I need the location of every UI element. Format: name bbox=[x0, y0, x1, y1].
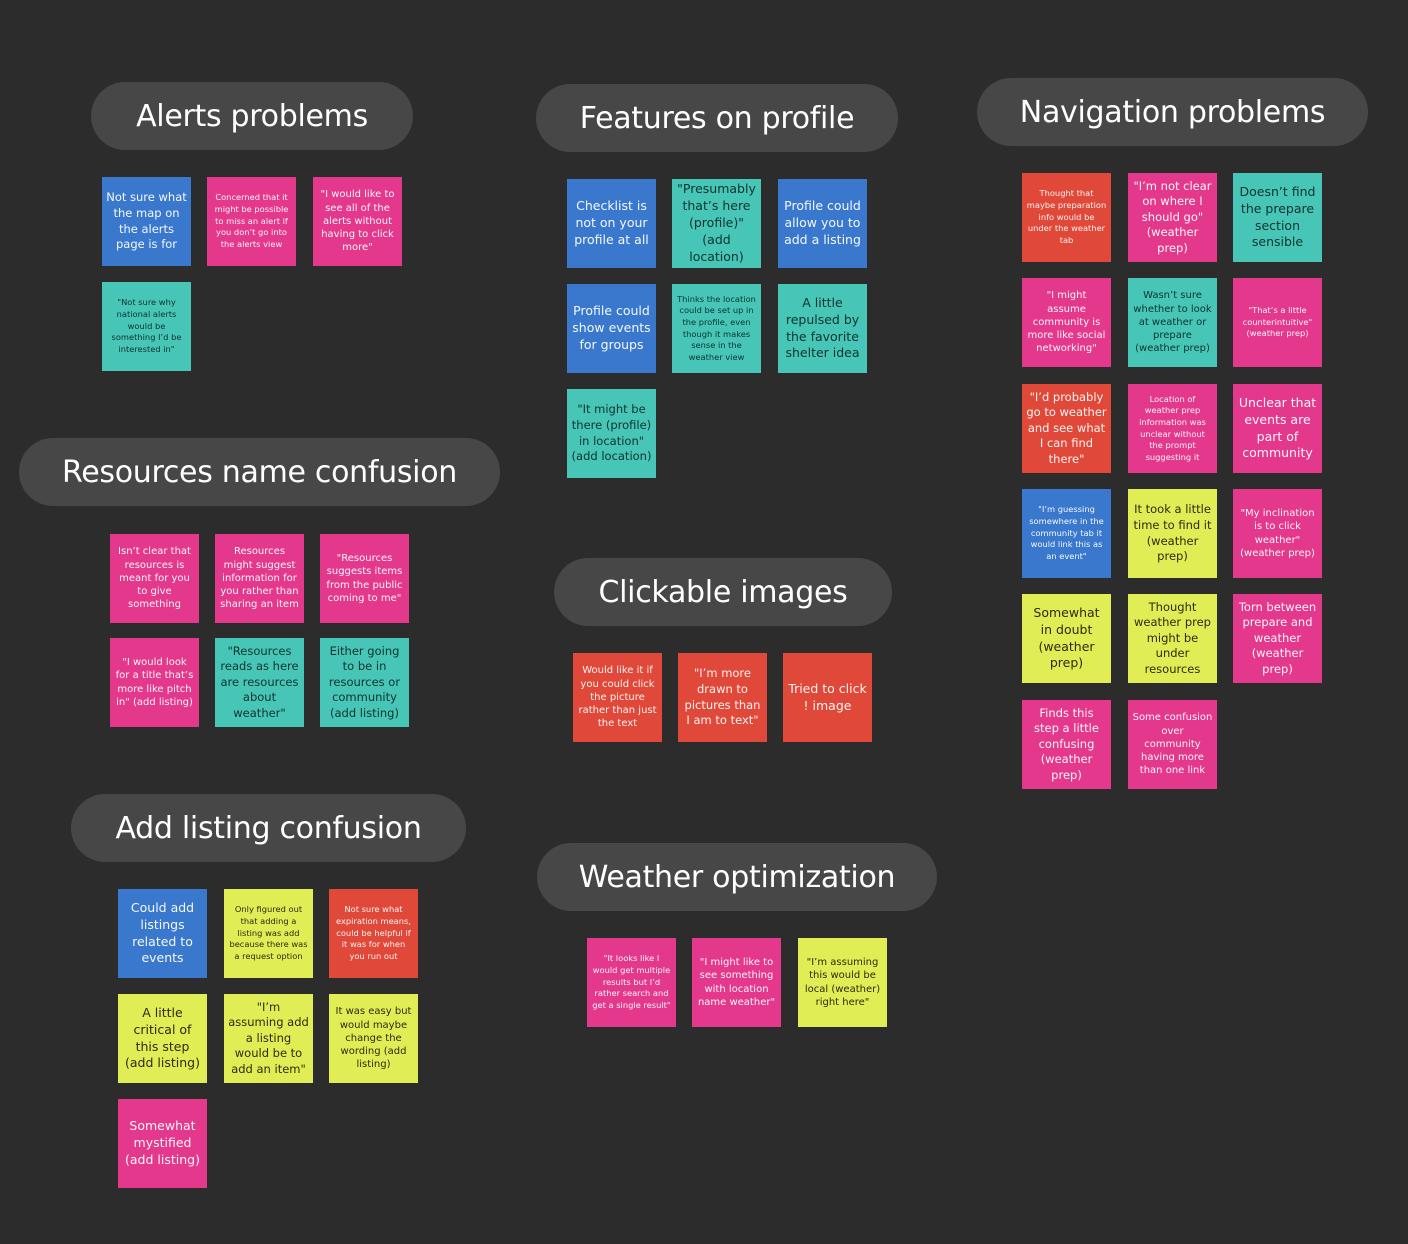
sticky-note[interactable]: Isn’t clear that resources is meant for … bbox=[110, 534, 199, 623]
sticky-note[interactable]: Thought that maybe preparation info woul… bbox=[1022, 173, 1111, 262]
group-header-resources-name-confusion[interactable]: Resources name confusion bbox=[19, 438, 500, 506]
sticky-note[interactable]: A little critical of this step (add list… bbox=[118, 994, 207, 1083]
sticky-note[interactable]: "I might like to see something with loca… bbox=[692, 938, 781, 1027]
sticky-note[interactable]: It was easy but would maybe change the w… bbox=[329, 994, 418, 1083]
group-header-features-on-profile[interactable]: Features on profile bbox=[536, 84, 898, 152]
sticky-note[interactable]: Not sure what the map on the alerts page… bbox=[102, 177, 191, 266]
sticky-note[interactable]: Location of weather prep information was… bbox=[1128, 384, 1217, 473]
sticky-note[interactable]: Doesn’t find the prepare section sensibl… bbox=[1233, 173, 1322, 262]
sticky-note[interactable]: "I’m more drawn to pictures than I am to… bbox=[678, 653, 767, 742]
sticky-note[interactable]: Concerned that it might be possible to m… bbox=[207, 177, 296, 266]
sticky-note[interactable]: Somewhat in doubt (weather prep) bbox=[1022, 594, 1111, 683]
sticky-note[interactable]: "I would look for a title that’s more li… bbox=[110, 638, 199, 727]
sticky-note[interactable]: Unclear that events are part of communit… bbox=[1233, 384, 1322, 473]
group-header-alerts-problems[interactable]: Alerts problems bbox=[91, 82, 413, 150]
sticky-note[interactable]: Some confusion over community having mor… bbox=[1128, 700, 1217, 789]
sticky-note[interactable]: "I’m assuming this would be local (weath… bbox=[798, 938, 887, 1027]
sticky-note[interactable]: "I’m not clear on where I should go" (we… bbox=[1128, 173, 1217, 262]
sticky-note[interactable]: "I’m guessing somewhere in the community… bbox=[1022, 489, 1111, 578]
sticky-note[interactable]: "I’m assuming add a listing would be to … bbox=[224, 994, 313, 1083]
sticky-note[interactable]: Would like it if you could click the pic… bbox=[573, 653, 662, 742]
group-header-navigation-problems[interactable]: Navigation problems bbox=[977, 78, 1368, 146]
sticky-note[interactable]: Profile could allow you to add a listing bbox=[778, 179, 867, 268]
sticky-note[interactable]: "Resources suggests items from the publi… bbox=[320, 534, 409, 623]
sticky-note[interactable]: A little repulsed by the favorite shelte… bbox=[778, 284, 867, 373]
sticky-note[interactable]: "Presumably that’s here (profile)" (add … bbox=[672, 179, 761, 268]
sticky-note[interactable]: "My inclination is to click weather" (we… bbox=[1233, 489, 1322, 578]
sticky-note[interactable]: "Resources reads as here are resources a… bbox=[215, 638, 304, 727]
group-header-clickable-images[interactable]: Clickable images bbox=[554, 558, 892, 626]
sticky-note[interactable]: "Not sure why national alerts would be s… bbox=[102, 282, 191, 371]
sticky-note[interactable]: Either going to be in resources or commu… bbox=[320, 638, 409, 727]
sticky-note[interactable]: It took a little time to find it (weathe… bbox=[1128, 489, 1217, 578]
sticky-note[interactable]: "It might be there (profile) in location… bbox=[567, 389, 656, 478]
group-header-add-listing-confusion[interactable]: Add listing confusion bbox=[71, 794, 466, 862]
sticky-note[interactable]: Somewhat mystified (add listing) bbox=[118, 1099, 207, 1188]
sticky-note[interactable]: "I might assume community is more like s… bbox=[1022, 278, 1111, 367]
sticky-note[interactable]: Profile could show events for groups bbox=[567, 284, 656, 373]
sticky-note[interactable]: Finds this step a little confusing (weat… bbox=[1022, 700, 1111, 789]
group-header-weather-optimization[interactable]: Weather optimization bbox=[537, 843, 937, 911]
sticky-note[interactable]: Tried to click ! image bbox=[783, 653, 872, 742]
sticky-note[interactable]: Thinks the location could be set up in t… bbox=[672, 284, 761, 373]
sticky-note[interactable]: "That’s a little counterintuitive" (weat… bbox=[1233, 278, 1322, 367]
sticky-note[interactable]: Not sure what expiration means, could be… bbox=[329, 889, 418, 978]
sticky-note[interactable]: Only figured out that adding a listing w… bbox=[224, 889, 313, 978]
sticky-note[interactable]: Thought weather prep might be under reso… bbox=[1128, 594, 1217, 683]
sticky-note[interactable]: "It looks like I would get multiple resu… bbox=[587, 938, 676, 1027]
sticky-note[interactable]: Torn between prepare and weather (weathe… bbox=[1233, 594, 1322, 683]
sticky-note[interactable]: Wasn’t sure whether to look at weather o… bbox=[1128, 278, 1217, 367]
sticky-note[interactable]: Checklist is not on your profile at all bbox=[567, 179, 656, 268]
sticky-note[interactable]: Resources might suggest information for … bbox=[215, 534, 304, 623]
sticky-note[interactable]: "I’d probably go to weather and see what… bbox=[1022, 384, 1111, 473]
sticky-note[interactable]: "I would like to see all of the alerts w… bbox=[313, 177, 402, 266]
sticky-note[interactable]: Could add listings related to events bbox=[118, 889, 207, 978]
